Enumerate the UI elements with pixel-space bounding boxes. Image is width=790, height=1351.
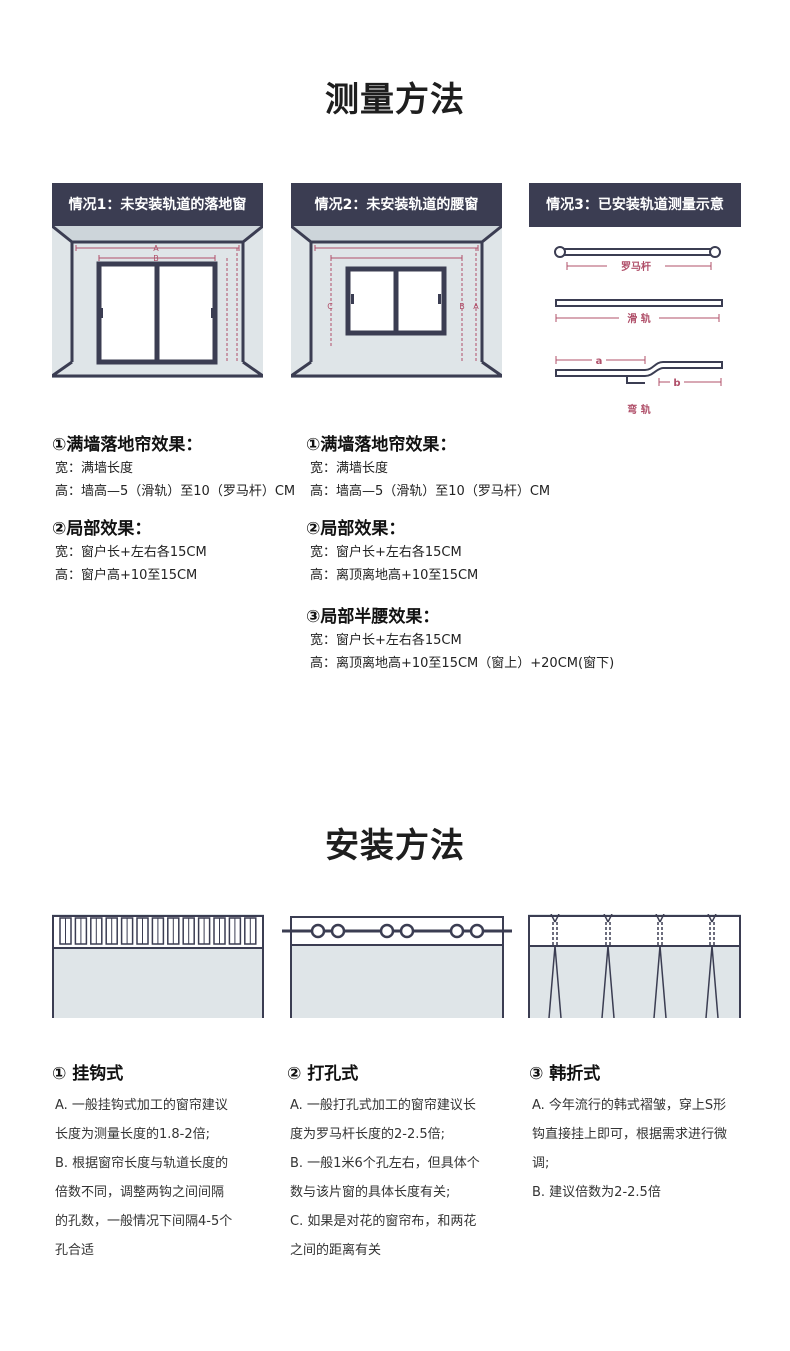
pleat-hook-mark — [59, 917, 72, 945]
right-line-2a: 宽：窗户长+左右各15CM — [310, 545, 462, 560]
case2-label-b: B — [459, 302, 465, 311]
korean-line: 调; — [532, 1156, 550, 1171]
case3-label-slide-rail: 滑 轨 — [627, 312, 650, 325]
pleat-hook-mark — [90, 917, 103, 945]
grommet-method-text: A. 一般打孔式加工的窗帘建议长 度为罗马杆长度的2-2.5倍; B. 一般1米… — [290, 1091, 480, 1265]
korean-pleat-mark — [653, 914, 667, 1018]
left-line-1a: 宽：满墙长度 — [55, 461, 134, 476]
measure-title: 测量方法 — [325, 80, 465, 120]
korean-method-heading: ③ 韩折式 — [529, 1064, 601, 1084]
case1-label-a: A — [153, 244, 159, 253]
right-line-2b: 高：离顶离地高+10至15CM — [310, 568, 479, 583]
left-line-1b: 高：墙高—5（滑轨）至10（罗马杆）CM — [55, 484, 296, 499]
korean-pleat-mark — [548, 914, 562, 1018]
install-title: 安装方法 — [325, 826, 465, 866]
grommet-ring — [399, 923, 415, 939]
hook-curtain-diagram — [52, 914, 264, 1018]
case1-room-diagram: A B — [52, 226, 263, 378]
left-line-2a: 宽：窗户长+左右各15CM — [55, 545, 207, 560]
right-line-1a: 宽：满墙长度 — [310, 461, 389, 476]
grommet-ring — [379, 923, 395, 939]
case3-rail-diagram: 罗马杆 滑 轨 a b 弯 轨 — [554, 246, 723, 416]
pleat-hook-mark — [105, 917, 118, 945]
case1-header: 情况1：未安装轨道的落地窗 — [52, 183, 263, 227]
grommet-curtain-diagram — [282, 916, 512, 1018]
pleat-hook-mark — [228, 917, 242, 945]
right-line-3b: 高：离顶离地高+10至15CM（窗上）+20CM(窗下) — [310, 656, 615, 671]
pleat-hook-mark — [197, 917, 211, 945]
right-line-1b: 高：墙高—5（滑轨）至10（罗马杆）CM — [310, 484, 551, 499]
grommet-method-heading: ② 打孔式 — [287, 1064, 359, 1084]
grommet-ring — [449, 923, 465, 939]
case3-label-roman-rod: 罗马杆 — [621, 260, 651, 273]
right-heading-1: ①满墙落地帘效果： — [306, 435, 457, 455]
case2-label-c: C — [327, 302, 333, 311]
grommet-line: 度为罗马杆长度的2-2.5倍; — [290, 1127, 446, 1142]
hook-method-heading: ① 挂钩式 — [52, 1064, 124, 1084]
case3-label-b: b — [673, 378, 680, 389]
grommet-line: C. 如果是对花的窗帘布，和两花 — [290, 1214, 477, 1229]
left-heading-2: ②局部效果： — [52, 519, 152, 539]
hook-line: A. 一般挂钩式加工的窗帘建议 — [55, 1098, 228, 1113]
hook-line: 倍数不同，调整两钩之间间隔 — [55, 1185, 225, 1200]
pleat-hook-mark — [244, 917, 257, 945]
grommet-line: B. 一般1米6个孔左右，但具体个 — [290, 1156, 480, 1171]
korean-line: B. 建议倍数为2-2.5倍 — [532, 1185, 661, 1200]
right-heading-3: ③局部半腰效果： — [306, 607, 440, 627]
case3-label-a: a — [596, 356, 603, 367]
hook-line: B. 根据窗帘长度与轨道长度的 — [55, 1156, 229, 1171]
left-heading-1: ①满墙落地帘效果： — [52, 435, 203, 455]
hook-line: 孔合适 — [55, 1243, 95, 1258]
korean-pleat-curtain-diagram — [528, 914, 741, 1018]
grommet-ring — [330, 923, 346, 939]
case2-label-a: A — [473, 302, 479, 311]
left-line-2b: 高：窗户高+10至15CM — [55, 568, 198, 583]
case2-room-diagram: C B A — [291, 226, 502, 378]
korean-pleat-mark — [601, 914, 615, 1018]
case3-header: 情况3：已安装轨道测量示意 — [529, 183, 741, 227]
pleat-hook-mark — [74, 917, 88, 945]
pleat-hook-mark — [182, 917, 195, 945]
case3-label-curved-rail: 弯 轨 — [627, 403, 650, 416]
korean-line: A. 今年流行的韩式褶皱，穿上S形 — [532, 1098, 727, 1113]
hook-line: 长度为测量长度的1.8-2倍; — [55, 1127, 211, 1142]
case1-label-b: B — [153, 254, 159, 263]
case2-header: 情况2：未安装轨道的腰窗 — [291, 183, 502, 227]
grommet-line: 之间的距离有关 — [290, 1243, 382, 1258]
grommet-line: A. 一般打孔式加工的窗帘建议长 — [290, 1098, 476, 1113]
korean-line: 钩直接挂上即可，根据需求进行微 — [532, 1127, 728, 1142]
right-heading-2: ②局部效果： — [306, 519, 406, 539]
grommet-line: 数与该片窗的具体长度有关; — [290, 1185, 451, 1200]
korean-pleat-mark — [705, 914, 719, 1018]
right-line-3a: 宽：窗户长+左右各15CM — [310, 633, 462, 648]
hook-line: 的孔数，一般情况下间隔4-5个 — [55, 1214, 233, 1229]
pleat-hook-mark — [151, 917, 165, 945]
hook-method-text: A. 一般挂钩式加工的窗帘建议 长度为测量长度的1.8-2倍; B. 根据窗帘长… — [55, 1091, 232, 1265]
pleat-hook-mark — [136, 917, 149, 945]
grommet-ring — [469, 923, 485, 939]
pleat-hook-mark — [213, 917, 226, 945]
pleat-hook-mark — [120, 917, 134, 945]
grommet-ring — [310, 923, 326, 939]
korean-method-text: A. 今年流行的韩式褶皱，穿上S形 钩直接挂上即可，根据需求进行微 调; B. … — [532, 1091, 727, 1207]
pleat-hook-mark — [167, 917, 180, 945]
